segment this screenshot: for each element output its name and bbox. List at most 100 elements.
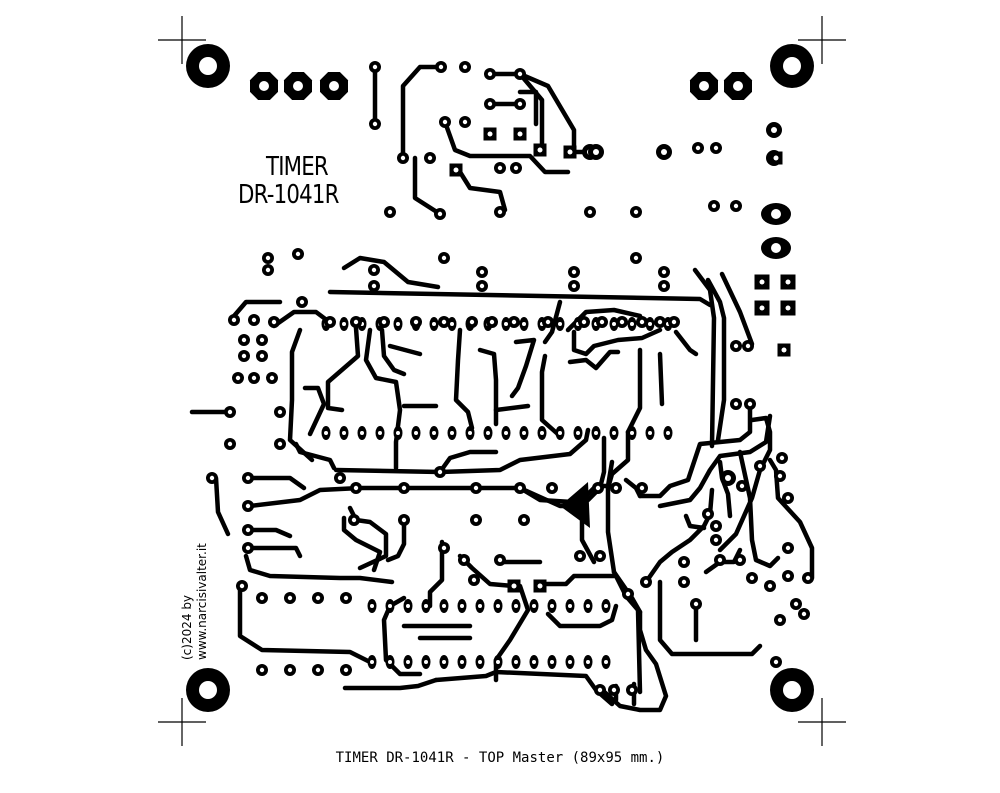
board-title: TIMER	[266, 152, 329, 182]
pad-drill	[241, 337, 247, 343]
pad-drill	[209, 475, 215, 481]
trace	[537, 573, 617, 587]
pad-drill	[479, 283, 485, 289]
mounting-hole-drill	[199, 681, 217, 699]
pad-drill	[733, 401, 739, 407]
mounting-holes	[186, 44, 814, 712]
pad-drill	[259, 337, 265, 343]
copper-traces	[189, 64, 815, 713]
trace	[333, 427, 591, 475]
pad-drill	[612, 322, 616, 326]
trace	[657, 351, 665, 407]
trace	[545, 603, 619, 629]
pad-drill	[785, 279, 791, 285]
pad-drill	[424, 604, 428, 608]
pad-drill	[287, 667, 293, 673]
pad-drill	[681, 579, 687, 585]
trace	[657, 413, 773, 509]
trace	[400, 64, 444, 161]
pad-drill	[612, 431, 616, 435]
pad-drill	[388, 604, 392, 608]
copyright-credit: (c)2024 by www.narcisivalter.it	[180, 543, 210, 660]
pad-drill	[725, 475, 731, 481]
pad-drill	[737, 557, 743, 563]
trace	[571, 327, 663, 357]
pad-drill	[372, 64, 378, 70]
pad-drill	[413, 319, 419, 325]
pad-drill	[497, 557, 503, 563]
trace	[597, 609, 669, 713]
pad-drill	[711, 203, 717, 209]
pad-drill	[371, 283, 377, 289]
pad-drill	[517, 71, 523, 77]
trace	[509, 337, 537, 399]
trace	[683, 513, 707, 531]
pad-drill	[537, 583, 543, 589]
trace	[247, 545, 303, 559]
pad-drill	[496, 604, 500, 608]
pad-drill	[401, 485, 407, 491]
pad-drill	[604, 604, 608, 608]
trace	[325, 325, 361, 413]
trace	[327, 289, 713, 308]
pad-drill	[460, 660, 464, 664]
pad-drill	[633, 255, 639, 261]
pad-drill	[245, 545, 251, 551]
pad-drill	[733, 203, 739, 209]
pad-drill	[496, 660, 500, 664]
pad-drill	[432, 322, 436, 326]
pad-drill	[639, 485, 645, 491]
pad-drill	[324, 431, 328, 435]
trace	[363, 327, 403, 471]
pad-drill	[666, 431, 670, 435]
pad-drill	[372, 121, 378, 127]
pad-drill	[489, 319, 495, 325]
pad-drill	[235, 375, 241, 381]
trace	[719, 271, 755, 347]
pad-drill	[587, 209, 593, 215]
trace	[767, 457, 815, 581]
pad-drill	[396, 431, 400, 435]
pad-drill	[643, 579, 649, 585]
pad-drill	[442, 660, 446, 664]
trace	[379, 327, 407, 377]
trace	[717, 415, 773, 553]
trace	[341, 255, 441, 290]
pad-drill	[597, 553, 603, 559]
pad-drill	[269, 375, 275, 381]
pad-drill	[661, 149, 667, 155]
trace	[477, 347, 499, 427]
pad-drill	[441, 255, 447, 261]
pad-drill	[733, 343, 739, 349]
trace	[387, 343, 423, 357]
trace	[717, 459, 733, 519]
pad-drill	[550, 604, 554, 608]
pad-drill	[277, 409, 283, 415]
pad-drill	[625, 591, 631, 597]
pad-drill	[337, 475, 343, 481]
credit-line-1: (c)2024 by	[180, 594, 194, 660]
pad-drill	[540, 431, 544, 435]
trace	[567, 349, 621, 371]
pad-drill	[604, 660, 608, 664]
trace	[437, 449, 499, 475]
pad-drill	[427, 155, 433, 161]
pad-drill	[441, 545, 447, 551]
pad-drill	[773, 155, 779, 161]
pad-drill	[381, 319, 387, 325]
pad-drill	[400, 155, 406, 161]
pad-drill	[747, 401, 753, 407]
pad-drill	[773, 659, 779, 665]
pad-drill	[568, 604, 572, 608]
pad-drill	[779, 455, 785, 461]
pad-drill	[599, 319, 605, 325]
pad-drill	[576, 431, 580, 435]
trace	[539, 353, 563, 439]
pad-drill	[471, 577, 477, 583]
pad-drill	[487, 131, 493, 137]
pad-drill	[597, 687, 603, 693]
pad-drill	[513, 165, 519, 171]
pad-drill	[245, 503, 251, 509]
trace	[231, 299, 283, 319]
pad-drill	[639, 319, 645, 325]
